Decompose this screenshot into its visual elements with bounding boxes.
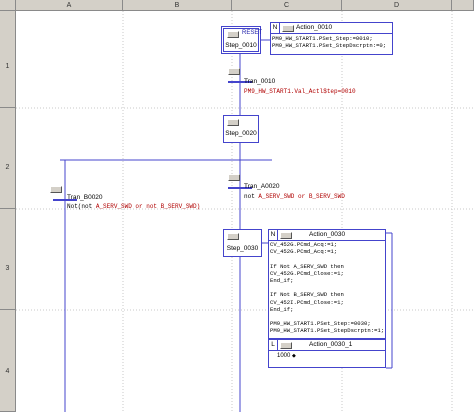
transition-a0020-signals: A_SERV_SWD or B_SERV_SWD — [258, 193, 345, 200]
transition-a0020-prefix: not — [244, 193, 259, 200]
action-0030-qualifier: N — [269, 230, 278, 240]
action-0030-line-10: End_if; — [270, 305, 294, 313]
action-0030-line-4: If Not A_SERV_SWD then — [270, 262, 344, 270]
action-0030-button-icon[interactable] — [280, 232, 292, 239]
transition-0010-button-icon[interactable] — [228, 68, 240, 75]
transition-0010-condition[interactable]: PM9_HW_START1.Val_Actl$tep=0010 — [244, 88, 356, 95]
action-0030-line-13: PM9_HW_START1.PSet_StepDscrptn:=1; — [270, 327, 385, 335]
transition-a0020-name: Tran_A0020 — [244, 183, 280, 190]
action-0030-line-9: CV_452I.PCmd_Close:=1; — [270, 298, 344, 306]
action-0030-1-name: Action_0030_1 — [309, 341, 353, 348]
column-header-c: C — [232, 0, 342, 11]
action-0030-name: Action_0030 — [309, 231, 346, 238]
action-0010-name: Action_0010 — [296, 24, 333, 31]
timer-spinner-icon: ◆ — [292, 353, 296, 359]
step-0020-name: Step_0020 — [225, 130, 257, 137]
grid-lines — [16, 11, 474, 412]
transition-b0020-prefix: Not(not — [67, 203, 96, 210]
action-0010-qualifier: N — [271, 23, 280, 33]
transition-a0020-condition[interactable]: not A_SERV_SWD or B_SERV_SWD — [244, 193, 345, 200]
action-0010-button-icon[interactable] — [282, 25, 294, 32]
action-block-0010[interactable]: N Action_0010 PM9_HW_START1.PSet_Step:=0… — [270, 22, 393, 55]
step-0030-name: Step_0030 — [226, 245, 259, 252]
step-0020[interactable]: Step_0020 — [223, 115, 259, 143]
transition-b0020-signals: A_SERV_SWD or not B_SERV_SWD) — [95, 203, 201, 210]
row-header-4: 4 — [0, 310, 16, 412]
transition-0010-name: Tran_0010 — [244, 78, 276, 85]
row-header-3: 3 — [0, 209, 16, 310]
column-header-filler — [452, 0, 474, 11]
transition-a0020-button-icon[interactable] — [228, 174, 240, 181]
action-0030-1-button-icon[interactable] — [280, 342, 292, 349]
action-0030-line-2: CV_452G.PCmd_Acq:=1; — [270, 248, 338, 256]
action-0030-line-8: If Not B_SERV_SWD then — [270, 291, 344, 299]
action-0030-line-5: CV_452G.PCmd_Close:=1; — [270, 269, 344, 277]
action-0030-line-12: PM9_HW_START1.PSet_Step:=0030; — [270, 320, 371, 328]
step-0020-button-icon[interactable] — [227, 119, 239, 126]
action-0030-1-timer[interactable]: 1000 ◆ — [277, 353, 296, 359]
action-0010-line-2: PM9_HW_START1.PSet_StepDscrptn:=0; — [272, 42, 387, 49]
step-0010-reset-label: RESET — [242, 30, 263, 36]
step-0010-button-icon[interactable] — [227, 31, 239, 38]
step-0010[interactable]: RESET Step_0010 — [221, 26, 263, 54]
transition-b0020-name: Tran_B0020 — [67, 194, 103, 201]
action-block-0030[interactable]: N Action_0030 CV_452G.PCmd_Acq:=1; CV_45… — [268, 229, 386, 339]
action-0010-line-1: PM9_HW_START1.PSet_Step:=0010; — [272, 35, 373, 42]
column-header-a: A — [16, 0, 123, 11]
column-header-b: B — [123, 0, 232, 11]
column-header-d: D — [342, 0, 452, 11]
action-0030-1-qualifier: L — [269, 340, 278, 350]
step-0030-button-icon[interactable] — [227, 233, 239, 240]
action-0030-line-6: End_if; — [270, 277, 294, 284]
action-block-0030-1[interactable]: L Action_0030_1 1000 ◆ — [268, 339, 386, 368]
transition-b0020-condition[interactable]: Not(not A_SERV_SWD or not B_SERV_SWD) — [67, 203, 200, 210]
grid-corner — [0, 0, 16, 11]
step-0010-name: Step_0010 — [225, 42, 257, 49]
row-header-2: 2 — [0, 108, 16, 209]
action-0030-1-timer-value: 1000 — [277, 353, 291, 359]
transition-b0020-button-icon[interactable] — [50, 186, 62, 193]
row-header-1: 1 — [0, 11, 16, 108]
action-0030-line-1: CV_452G.PCmd_Acq:=1; — [270, 241, 338, 248]
step-0030[interactable]: Step_0030 — [223, 229, 262, 257]
